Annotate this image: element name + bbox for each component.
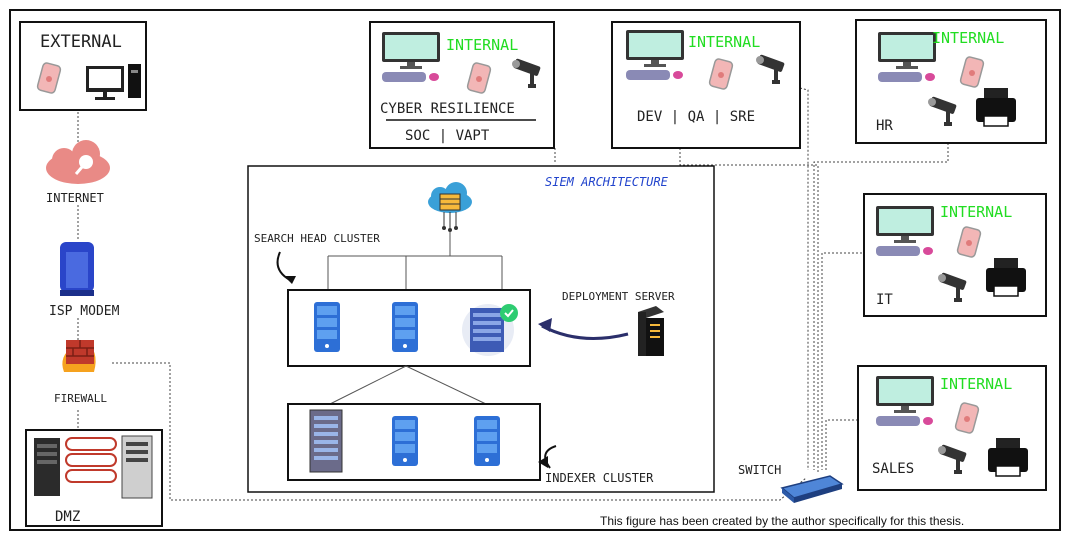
modem-icon (60, 242, 94, 296)
deployment-server-label: DEPLOYMENT SERVER (562, 290, 675, 303)
modem-label: ISP MODEM (49, 304, 120, 319)
sales-box: INTERNAL SALES (857, 365, 1047, 491)
dev-qa-sre-label: DEV | QA | SRE (637, 109, 755, 125)
figure-caption: This figure has been created by the auth… (600, 514, 965, 528)
hr-label: HR (876, 118, 893, 134)
indexer-rack-icon (309, 409, 343, 473)
secure-server-icon (462, 304, 518, 356)
it-monitor-icon (876, 206, 934, 256)
siem-title: SIEM ARCHITECTURE (545, 175, 669, 189)
external-box: EXTERNAL (19, 21, 147, 111)
dev-monitor-icon (626, 30, 684, 80)
cloud-server-icon (428, 182, 472, 232)
it-internal-label: INTERNAL (940, 203, 1012, 221)
switch-label: SWITCH (738, 463, 781, 477)
siem-architecture-box: SIEM ARCHITECTURE SEARCH HEAD CLUSTER (247, 165, 715, 493)
indexer-cluster-label: INDEXER CLUSTER (545, 471, 654, 485)
desktop-computer-icon (86, 64, 141, 100)
sales-monitor-icon (876, 376, 934, 426)
it-box: INTERNAL IT (863, 193, 1047, 317)
indexer-server-icon (474, 416, 500, 466)
internet-cloud-icon (46, 140, 110, 184)
network-switch-icon (780, 475, 844, 503)
hr-box: INTERNAL HR (855, 19, 1047, 144)
outer-frame (9, 9, 1061, 531)
soc-vapt-label: SOC | VAPT (405, 128, 490, 144)
indexer-server-icon (392, 416, 418, 466)
dmz-label: DMZ (55, 509, 80, 525)
search-head-server-icon (314, 302, 340, 352)
cyber-resilience-box: INTERNAL CYBER RESILIENCE SOC | VAPT (369, 21, 555, 149)
cyber-resilience-label: CYBER RESILIENCE (380, 101, 515, 117)
dev-qa-sre-box: INTERNAL DEV | QA | SRE (611, 21, 801, 149)
sales-internal-label: INTERNAL (940, 375, 1012, 393)
cyber-monitor-icon (382, 32, 440, 82)
deployment-server-icon (638, 306, 664, 356)
hr-monitor-icon (878, 32, 936, 82)
search-head-server-icon (392, 302, 418, 352)
internet-label: INTERNET (46, 191, 104, 205)
dev-internal-label: INTERNAL (688, 33, 760, 51)
firewall-icon (62, 340, 96, 372)
sales-label: SALES (872, 461, 914, 477)
cyber-internal-label: INTERNAL (446, 36, 518, 54)
search-head-cluster-label: SEARCH HEAD CLUSTER (254, 232, 380, 245)
external-label: EXTERNAL (40, 32, 122, 52)
hr-internal-label: INTERNAL (932, 29, 1004, 47)
firewall-label: FIREWALL (54, 392, 107, 405)
it-label: IT (876, 292, 893, 308)
dmz-box: DMZ (25, 429, 163, 527)
